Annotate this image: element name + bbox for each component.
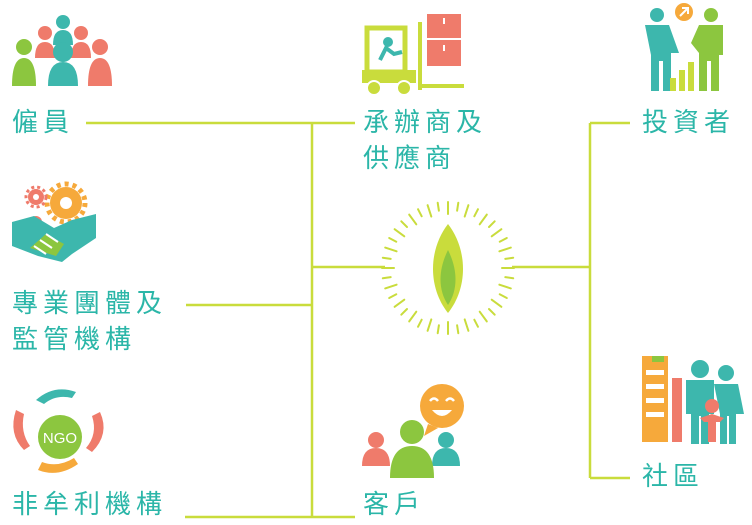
sun-ray bbox=[436, 201, 440, 212]
sun-ray bbox=[456, 201, 460, 212]
sun-ray bbox=[384, 246, 398, 253]
sun-ray bbox=[408, 310, 418, 323]
sun-ray bbox=[504, 256, 515, 260]
sun-ray bbox=[488, 308, 496, 316]
sun-ray bbox=[417, 208, 423, 218]
sun-ray bbox=[478, 310, 488, 323]
sun-ray bbox=[498, 293, 508, 299]
sun-ray bbox=[381, 256, 392, 260]
sun-ray bbox=[456, 324, 460, 335]
investor-handshake-icon bbox=[645, 3, 723, 91]
sun-ray bbox=[490, 298, 503, 308]
gears-handshake-icon bbox=[12, 181, 96, 262]
sun-ray bbox=[384, 283, 398, 290]
sun-ray bbox=[473, 208, 479, 218]
label-ngo: 非牟利機構 bbox=[12, 490, 168, 520]
sun-ray bbox=[498, 237, 508, 243]
label-regulators-line-1: 專業團體及 bbox=[12, 289, 168, 319]
sun-ray bbox=[490, 228, 503, 238]
sun-ray bbox=[504, 276, 515, 280]
label-contractors-line-1: 承辦商及 bbox=[363, 108, 488, 138]
label-contractors-line-2: 供應商 bbox=[363, 144, 457, 174]
label-contractors: 承辦商及 供應商 bbox=[363, 105, 487, 177]
sun-ray bbox=[463, 204, 470, 218]
sun-ray bbox=[463, 318, 470, 332]
connector-lines bbox=[86, 121, 630, 519]
ngo-icon-text: NGO bbox=[43, 430, 77, 447]
sun-ray bbox=[488, 220, 496, 228]
sun-ray bbox=[498, 246, 512, 253]
sun-ray bbox=[388, 293, 398, 299]
flame-icon bbox=[381, 201, 515, 335]
people-group-icon bbox=[12, 15, 112, 86]
label-regulators-line-2: 監管機構 bbox=[12, 325, 137, 355]
sun-ray bbox=[417, 318, 423, 328]
sun-ray bbox=[381, 276, 392, 280]
label-investors: 投資者 bbox=[642, 108, 736, 138]
sun-ray bbox=[400, 220, 408, 228]
label-regulators: 專業團體及 監管機構 bbox=[12, 286, 167, 358]
sun-ray bbox=[388, 237, 398, 243]
sun-ray bbox=[400, 308, 408, 316]
label-employees: 僱員 bbox=[12, 108, 75, 138]
customers-chat-icon bbox=[362, 384, 464, 478]
sun-ray bbox=[498, 283, 512, 290]
sun-ray bbox=[393, 228, 406, 238]
sun-ray bbox=[473, 318, 479, 328]
sun-ray bbox=[478, 213, 488, 226]
sun-ray bbox=[436, 324, 440, 335]
sun-ray bbox=[393, 298, 406, 308]
forklift-icon bbox=[362, 14, 464, 96]
sun-ray bbox=[426, 318, 433, 332]
ngo-hands-icon: NGO bbox=[13, 389, 104, 473]
sun-ray bbox=[408, 213, 418, 226]
community-family-icon bbox=[642, 356, 744, 444]
label-community: 社區 bbox=[642, 462, 705, 492]
sun-ray bbox=[426, 204, 433, 218]
label-customers: 客戶 bbox=[363, 490, 426, 520]
